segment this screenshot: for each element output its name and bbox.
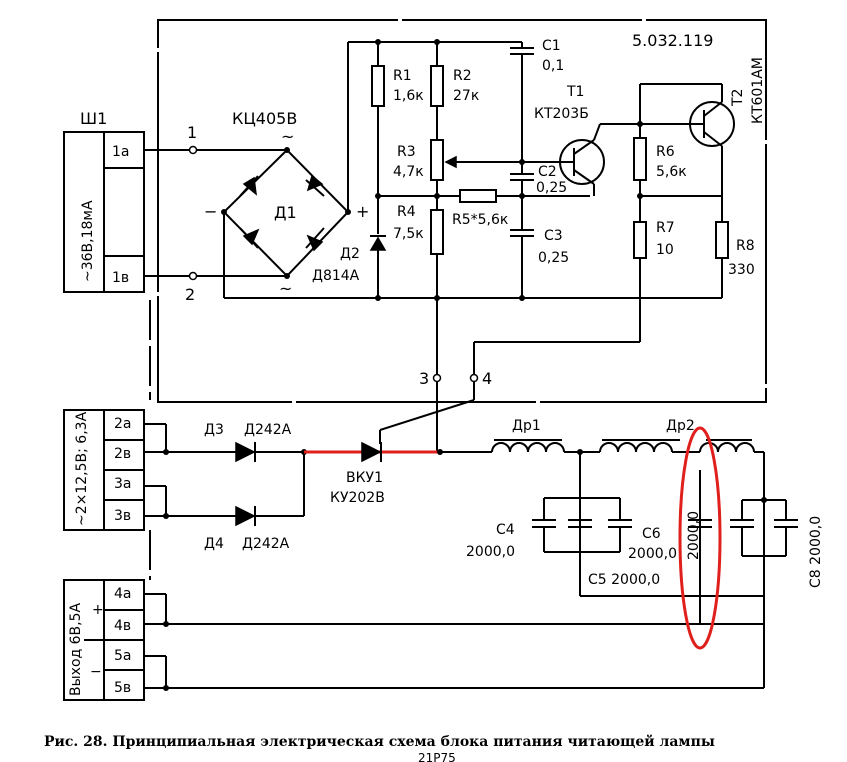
- c4-value: 2000,0: [466, 544, 515, 560]
- bridge-tilde-bottom: ~: [279, 279, 292, 298]
- resistor-r4: [430, 209, 444, 255]
- c2-ref: C2: [538, 164, 557, 180]
- pin-5v: 5в: [114, 680, 131, 696]
- transformer-desc: ~2×12,5В; 6,3А: [74, 411, 90, 526]
- r6-value: 5,6к: [656, 164, 687, 180]
- figure-caption: Рис. 28. Принципиальная электрическая сх…: [44, 733, 715, 750]
- c1-value: 0,1: [542, 58, 564, 74]
- output-minus: −: [90, 664, 102, 680]
- pin-5a: 5а: [114, 648, 132, 664]
- r8-value: 330: [728, 262, 755, 278]
- r5-label: R5*5,6к: [452, 212, 508, 228]
- resistor-r7: [633, 221, 647, 259]
- doc-number: 5.032.119: [632, 31, 713, 50]
- connector-sh1-desc: ~36В,18мА: [80, 200, 96, 282]
- output-plus: +: [92, 602, 104, 618]
- d3-type: Д242А: [244, 422, 292, 438]
- node-1-label: 1: [187, 123, 197, 142]
- c5-label: C5 2000,0: [588, 572, 660, 588]
- r1-value: 1,6к: [393, 88, 424, 104]
- terminal-1: [188, 145, 198, 155]
- connector-output: Выход 6В,5А + − 4а 4в 5а 5в: [63, 579, 145, 701]
- d3-ref: Д3: [204, 422, 224, 438]
- inductor-dr1: [491, 442, 565, 453]
- t1-ref: T1: [566, 84, 584, 100]
- bridge-plus: +: [356, 202, 369, 221]
- c6-value: 2000,0: [628, 546, 677, 562]
- bridge-minus: −: [204, 202, 217, 221]
- terminal-3: [432, 373, 442, 383]
- r6-ref: R6: [656, 144, 675, 160]
- caption-cut-line: 21Р75: [418, 751, 456, 762]
- d4-type: Д242А: [242, 536, 290, 552]
- output-desc: Выход 6В,5А: [68, 602, 84, 696]
- pin-3a: 3а: [114, 476, 132, 492]
- r1-ref: R1: [393, 68, 412, 84]
- resistor-r5: [459, 189, 497, 203]
- r8-ref: R8: [736, 238, 755, 254]
- transistor-t2: T2 КТ601АМ: [640, 57, 766, 222]
- bridge-ref: Д1: [274, 203, 297, 222]
- c2-value: 0,25: [536, 180, 567, 196]
- board-frame: [157, 19, 767, 403]
- pin-4v: 4в: [114, 618, 131, 634]
- bridge-d1: КЦ405В Д1 ~ ~ − +: [204, 109, 369, 298]
- r3-value: 4,7к: [393, 164, 424, 180]
- r3-ref: R3: [397, 144, 416, 160]
- r7-ref: R7: [656, 220, 675, 236]
- resistor-r2: [430, 65, 444, 107]
- pin-2a: 2а: [114, 416, 132, 432]
- pin-1v: 1в: [112, 270, 129, 286]
- terminal-4: [469, 373, 479, 383]
- connector-sh1: Ш1 ~36В,18мА 1а 1в: [63, 109, 145, 293]
- c6-ref: C6: [642, 526, 661, 542]
- r2-value: 27к: [453, 88, 479, 104]
- resistor-r6: [633, 137, 647, 181]
- dr1-ref: Др1: [512, 418, 541, 434]
- diode-d4: [235, 505, 256, 527]
- pin-1a: 1а: [112, 144, 130, 160]
- c4-ref: C4: [496, 522, 515, 538]
- bridge-type: КЦ405В: [232, 109, 297, 128]
- c3-ref: C3: [544, 228, 563, 244]
- bridge-tilde-top: ~: [281, 127, 294, 146]
- node-3-label: 3: [419, 369, 429, 388]
- node-2-label: 2: [185, 285, 195, 304]
- connector-sh1-name: Ш1: [80, 109, 107, 128]
- t2-ref: T2: [730, 89, 746, 107]
- c8-label: C8 2000,0: [808, 516, 824, 588]
- pin-4a: 4а: [114, 586, 132, 602]
- terminal-2: [188, 271, 198, 281]
- zener-d2: [369, 236, 387, 251]
- d4-ref: Д4: [204, 536, 224, 552]
- thyristor-ref: ВКУ1: [346, 470, 383, 486]
- potentiometer-r3: [430, 139, 444, 181]
- inductor-dr2: [599, 442, 673, 453]
- c3-value: 0,25: [538, 250, 569, 266]
- c1-ref: C1: [542, 38, 561, 54]
- r7-value: 10: [656, 242, 674, 258]
- resistor-r1: [371, 65, 385, 107]
- t2-type: КТ601АМ: [750, 57, 766, 124]
- resistor-r8: [715, 221, 729, 259]
- dr2-ref: Др2: [666, 418, 695, 434]
- d2-type: Д814А: [312, 268, 360, 284]
- highlight-ellipse: [678, 426, 722, 650]
- connector-transformer: ~2×12,5В; 6,3А 2а 2в 3а 3в: [63, 409, 145, 531]
- r4-value: 7,5к: [393, 226, 424, 242]
- node-4-label: 4: [482, 369, 492, 388]
- r4-ref: R4: [397, 204, 416, 220]
- transistor-t1: T1 КТ203Б: [522, 84, 640, 196]
- r2-ref: R2: [453, 68, 472, 84]
- diode-d3: [235, 441, 256, 463]
- thyristor-vku1: [361, 441, 382, 463]
- pin-3v: 3в: [114, 508, 131, 524]
- t1-type: КТ203Б: [534, 106, 589, 122]
- d2-ref: Д2: [340, 246, 360, 262]
- thyristor-type: КУ202В: [330, 490, 385, 506]
- pin-2v: 2в: [114, 446, 131, 462]
- c7-value: 2000,0: [686, 511, 702, 560]
